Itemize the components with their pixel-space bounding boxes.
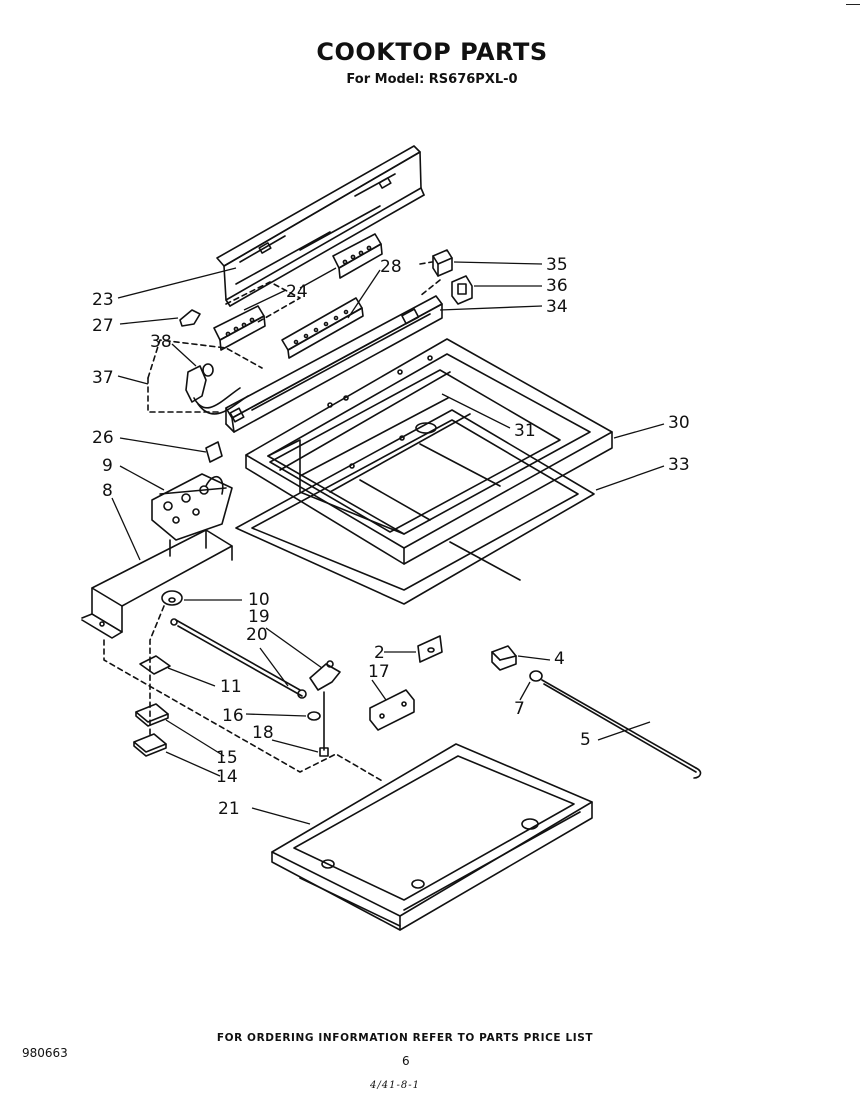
callout-19: 19: [248, 607, 270, 627]
callout-7: 7: [514, 699, 525, 719]
callout-33: 33: [668, 455, 690, 475]
part-23-control-panel-bracket: [216, 145, 425, 307]
callout-26: 26: [92, 428, 114, 448]
callout-36: 36: [546, 276, 568, 296]
callout-34: 34: [546, 297, 568, 317]
part-17-bracket: [369, 689, 415, 731]
leader-lines: [111, 261, 665, 825]
callout-23: 23: [92, 290, 114, 310]
part-35-end-cap: [432, 249, 453, 277]
callout-17: 17: [368, 662, 390, 682]
callout-4: 4: [554, 649, 565, 669]
callout-31: 31: [514, 421, 536, 441]
document-number: 980663: [22, 1046, 68, 1060]
part-9-control-switch: [151, 473, 233, 557]
page-title: COOKTOP PARTS: [316, 38, 548, 66]
part-20-rod: [170, 618, 307, 699]
callout-35: 35: [546, 255, 568, 275]
callout-30: 30: [668, 413, 690, 433]
callout-37: 37: [92, 368, 114, 388]
part-33-gasket: [235, 409, 595, 605]
part-27-clip: [179, 309, 201, 327]
part-31-inner-support: [269, 369, 561, 533]
callout-5: 5: [580, 730, 591, 750]
part-30-cooktop-frame: [245, 338, 613, 565]
page-number: 6: [402, 1054, 410, 1068]
part-11-plate: [139, 655, 171, 675]
model-subtitle: For Model: RS676PXL-0: [346, 72, 518, 87]
callout-28: 28: [380, 257, 402, 277]
callout-27: 27: [92, 316, 114, 336]
part-14-switch: [133, 733, 167, 757]
part-21-burner-box: [271, 743, 593, 931]
callout-9: 9: [102, 456, 113, 476]
callout-8: 8: [102, 481, 113, 501]
part-18-screw: [319, 691, 329, 757]
callout-21: 21: [218, 799, 240, 819]
callout-38: 38: [150, 332, 172, 352]
callout-14: 14: [216, 767, 238, 787]
part-36-end-cap: [451, 275, 473, 305]
part-15-switch: [135, 703, 169, 727]
part-2-bracket: [417, 635, 443, 663]
callout-24: 24: [286, 282, 308, 302]
part-19-lever: [309, 660, 341, 691]
callout-2: 2: [374, 643, 385, 663]
handwritten-mark: 4/41-8-1: [370, 1080, 420, 1091]
part-4-valve: [491, 645, 517, 671]
callout-15: 15: [216, 748, 238, 768]
part-38-lamp-socket: [185, 363, 249, 415]
part-5-gas-tube: [541, 679, 702, 779]
ordering-info-note: FOR ORDERING INFORMATION REFER TO PARTS …: [216, 1032, 594, 1044]
callout-16: 16: [222, 706, 244, 726]
part-28-terminal-strip: [281, 297, 364, 359]
part-10-bushing: [161, 590, 183, 606]
callout-18: 18: [252, 723, 274, 743]
callout-20: 20: [246, 625, 268, 645]
part-7-fitting: [529, 670, 543, 682]
part-34-front-trim-channel: [225, 295, 443, 433]
corner-mark: [846, 4, 860, 5]
callout-11: 11: [220, 677, 242, 697]
part-8-mounting-bracket: [81, 529, 233, 639]
part-16-washer: [307, 711, 321, 721]
callout-10: 10: [248, 590, 270, 610]
part-26-clip: [205, 441, 223, 463]
